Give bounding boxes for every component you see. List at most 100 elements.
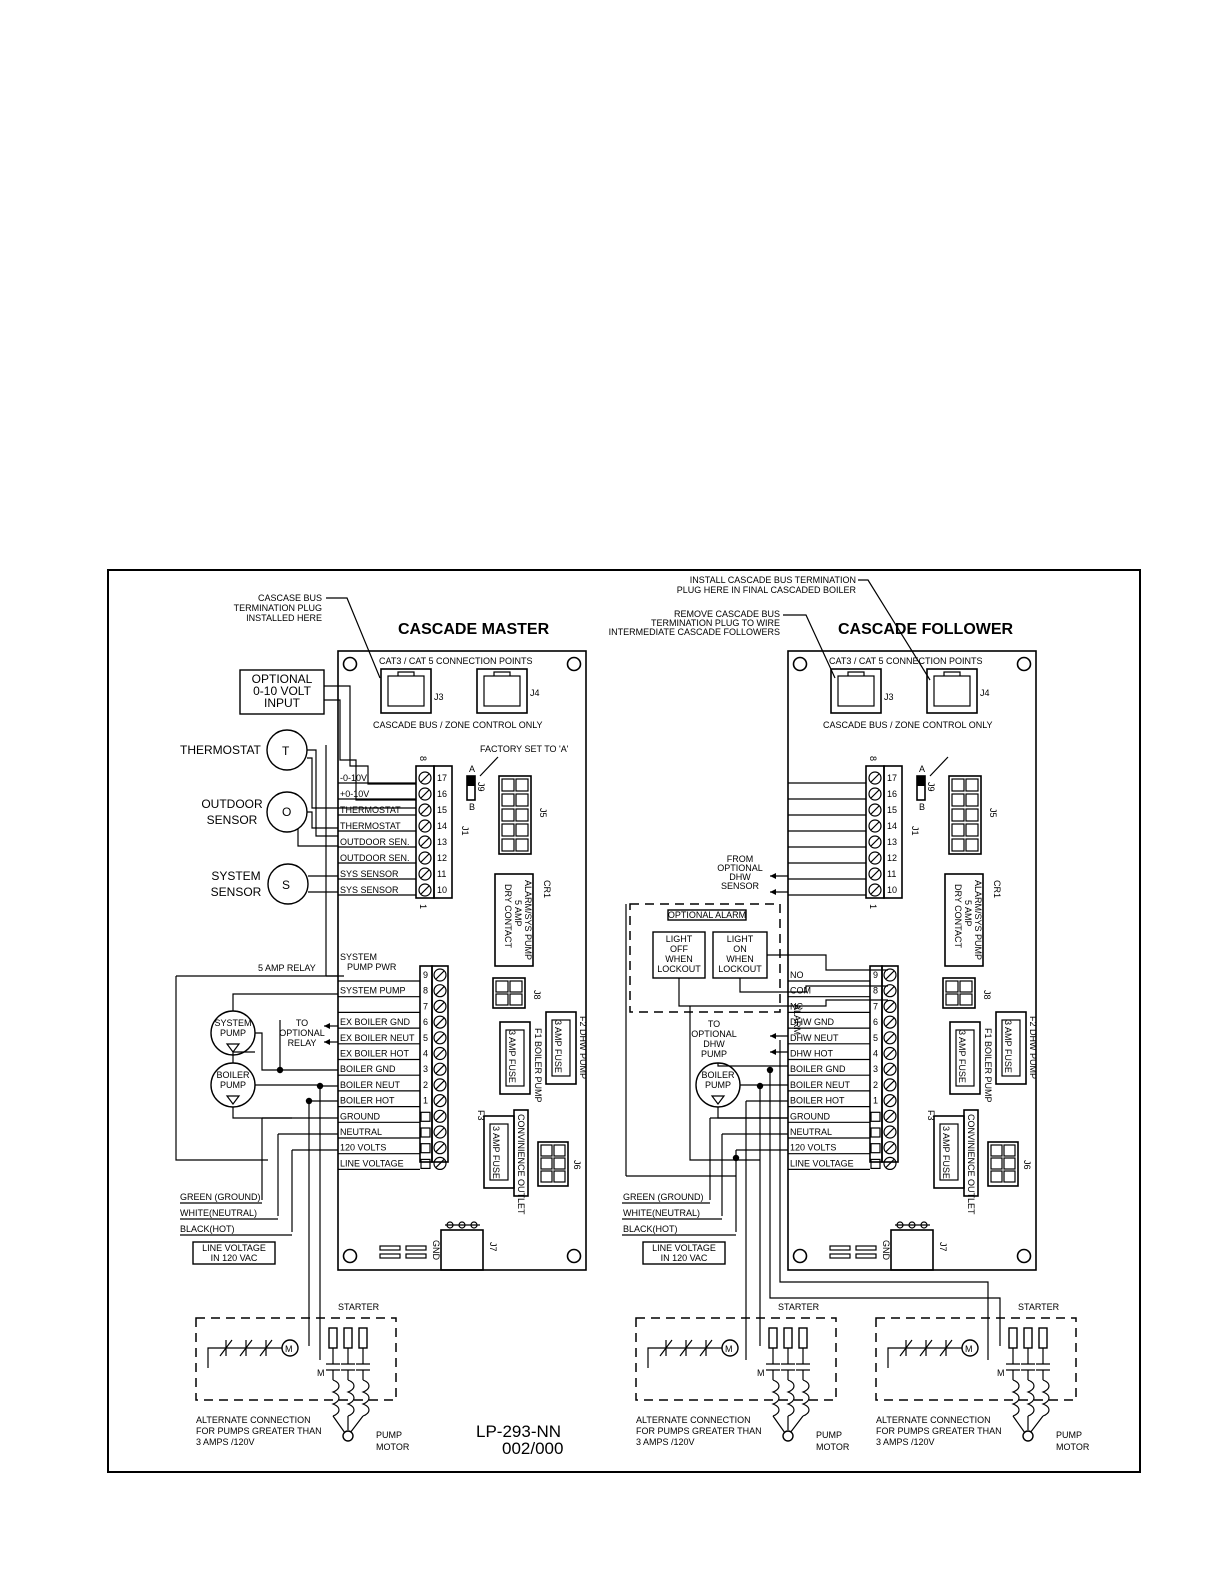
pin <box>515 778 529 792</box>
wire <box>326 597 381 679</box>
label: MOTOR <box>816 1442 850 1452</box>
label: STARTER <box>338 1302 380 1312</box>
label: J1 <box>910 826 920 836</box>
j7-connector <box>440 1229 484 1271</box>
fuse-f1 <box>949 1021 981 1095</box>
wire <box>397 671 415 676</box>
outer-border <box>107 569 1141 1473</box>
pin <box>501 778 515 792</box>
label: NEUTRAL <box>790 1127 832 1137</box>
screw-terminal <box>418 883 432 897</box>
screw-terminal <box>868 771 882 785</box>
wire <box>772 1415 804 1434</box>
mounting-hole <box>566 1248 582 1264</box>
wire <box>709 1117 788 1200</box>
label: MOTOR <box>1056 1442 1090 1452</box>
j1-pin-numbers <box>433 765 453 899</box>
wire <box>647 1347 730 1368</box>
wire <box>346 1379 355 1417</box>
screw-terminal <box>883 1078 897 1092</box>
label: 3 AMPS /120V <box>876 1437 935 1447</box>
pin <box>495 993 509 1006</box>
fuse <box>798 1327 808 1349</box>
wire <box>858 579 931 681</box>
pin <box>965 838 979 852</box>
label: 12 <box>887 853 897 863</box>
label: 10 <box>887 885 897 895</box>
screw-terminal <box>883 1125 897 1139</box>
wire <box>745 1100 788 1360</box>
label: 5 AMP <box>963 900 973 927</box>
gnd-bar <box>379 1245 401 1251</box>
label: SENSOR <box>207 813 258 827</box>
label: J3 <box>434 692 444 702</box>
starter-box <box>875 1317 1077 1401</box>
wire <box>435 1158 445 1168</box>
rj45-connector <box>476 668 528 714</box>
terminal-pin <box>420 1127 431 1138</box>
label: BOILER NEUT <box>790 1080 851 1090</box>
screw-terminal <box>883 999 897 1014</box>
label: O <box>282 805 291 819</box>
label: RELAY <box>288 1038 317 1048</box>
screw-terminal <box>883 1141 897 1155</box>
j8-connector <box>492 977 526 1009</box>
label: M <box>997 1368 1005 1378</box>
screw-terminal <box>433 1046 447 1061</box>
wire <box>870 885 880 895</box>
screw-terminal <box>418 835 432 849</box>
wire <box>870 853 880 863</box>
label: GROUND <box>790 1111 830 1121</box>
wire <box>277 1133 338 1216</box>
pin <box>509 993 523 1006</box>
label: 1 <box>423 1096 428 1106</box>
jumper-cap <box>467 776 475 786</box>
wire <box>435 1049 445 1058</box>
screw-terminal <box>418 819 432 833</box>
pin <box>959 980 973 993</box>
optional-alarm-box <box>629 903 781 1013</box>
label: S <box>282 878 290 892</box>
label: GREEN (GROUND) <box>623 1192 704 1202</box>
wire <box>435 1143 445 1153</box>
mounting-hole <box>566 656 582 672</box>
label: 5 AMP RELAY <box>258 963 316 973</box>
gnd-bar <box>379 1253 401 1259</box>
label: GROUND <box>340 1111 380 1121</box>
mounting-hole <box>792 656 808 672</box>
screw-terminal <box>883 1156 897 1171</box>
label: F3 <box>926 1110 936 1121</box>
label: GND <box>431 1240 441 1261</box>
rj45-socket <box>483 675 521 707</box>
cr1-relay <box>944 873 984 967</box>
label: OPTIONAL <box>252 672 313 686</box>
wire <box>710 1095 726 1105</box>
label: J6 <box>572 1160 582 1170</box>
label: OUTDOOR <box>201 797 263 811</box>
wire <box>341 1348 355 1380</box>
label: FOR PUMPS GREATER THAN <box>636 1426 762 1436</box>
wire <box>870 773 880 783</box>
label: ALARM/SYS PUMP <box>973 880 983 960</box>
fuse-f2-body <box>1001 1019 1021 1077</box>
label: 9 <box>873 970 878 980</box>
label: 17 <box>887 773 897 783</box>
label: THERMOSTAT <box>340 805 401 815</box>
fuse-f1 <box>499 1021 531 1095</box>
screw-terminal <box>433 1015 447 1029</box>
label: 17 <box>437 773 447 783</box>
fuse-f3-body <box>489 1123 509 1181</box>
wire <box>943 671 961 676</box>
label: 12 <box>437 853 447 863</box>
label: LINE VOLTAGE <box>790 1158 854 1168</box>
label: TO <box>296 1018 308 1028</box>
terminal-pin <box>870 1127 881 1138</box>
label: LINE VOLTAGE <box>652 1243 716 1253</box>
label: 3 AMPS /120V <box>196 1437 255 1447</box>
pin <box>515 793 529 807</box>
arrow <box>770 1033 776 1055</box>
wire <box>885 986 895 996</box>
fuse <box>783 1327 793 1349</box>
label: 5 <box>873 1033 878 1043</box>
